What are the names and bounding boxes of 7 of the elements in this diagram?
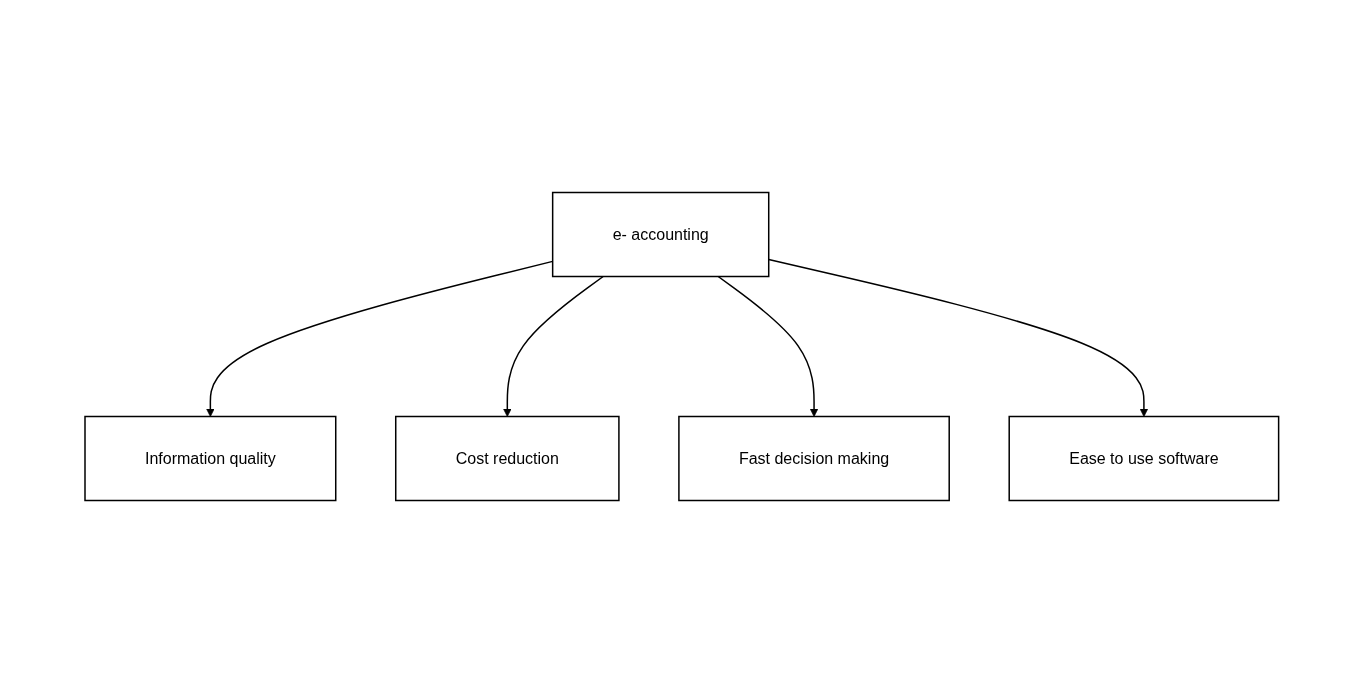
node-box: Ease to use software [1008,415,1280,502]
node-box: Fast decision making [677,415,950,502]
node-box: Cost reduction [394,415,620,502]
node-box: e- accounting [551,191,770,278]
arrow [502,275,604,417]
arrow [717,275,819,417]
node-box: Information quality [83,415,337,502]
